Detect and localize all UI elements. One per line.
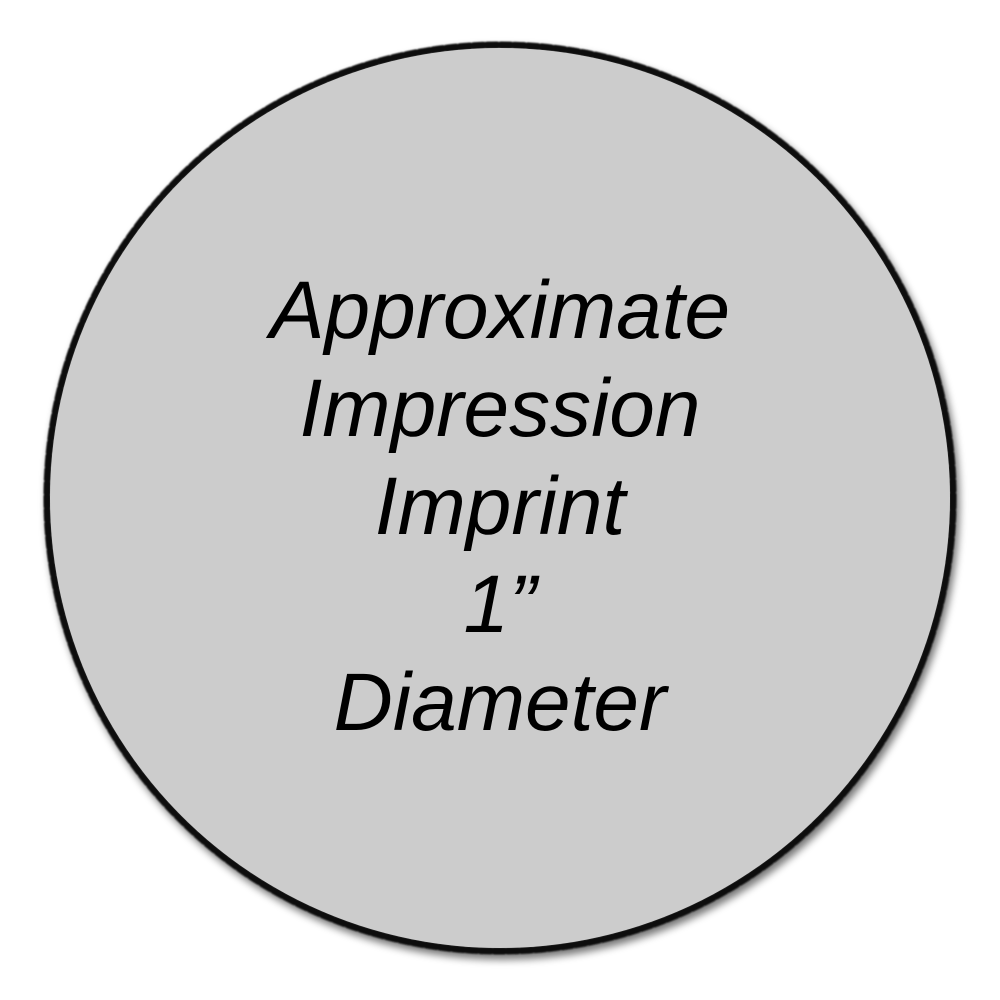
line-impression: Impression (299, 363, 701, 454)
scalloped-edge (43, 41, 957, 955)
line-approximate: Approximate (269, 265, 731, 356)
line-diameter: Diameter (333, 657, 667, 748)
impression-text: Approximate Impression Imprint 1” Diamet… (0, 262, 1000, 752)
line-size: 1” (463, 559, 537, 650)
stamp-fill (50, 48, 950, 948)
line-imprint: Imprint (374, 461, 626, 552)
